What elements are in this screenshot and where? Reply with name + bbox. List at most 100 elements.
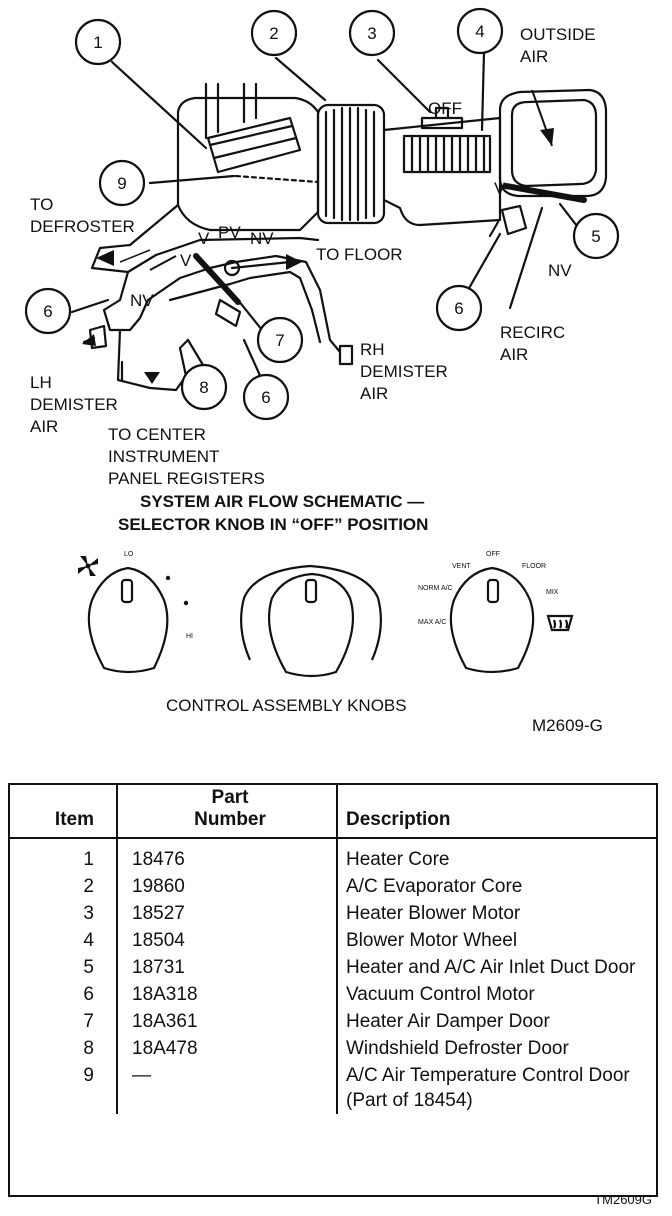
rh-demister-label-1: RH xyxy=(360,340,385,359)
blower-housing xyxy=(382,116,502,227)
recirc-air-label-1: RECIRC xyxy=(500,323,565,342)
to-defroster-label-2: DEFROSTER xyxy=(30,217,135,236)
part-number-cell: 18731 xyxy=(116,954,338,981)
pv-label: PV xyxy=(218,223,241,242)
defroster-door xyxy=(193,253,241,305)
mode-norm-ac-label: NORM A/C xyxy=(418,585,453,592)
item-cell: 7 xyxy=(83,1011,94,1032)
header-item: Item xyxy=(8,783,117,839)
airflow-arrow-center xyxy=(144,372,160,384)
callout-9-label: 9 xyxy=(117,174,126,193)
item-cell: 9 xyxy=(83,1065,94,1086)
schematic-caption-1: SYSTEM AIR FLOW SCHEMATIC — xyxy=(140,492,424,511)
description-cell: A/C Evaporator Core xyxy=(346,876,523,897)
part-number-cell: 19860 xyxy=(116,873,338,900)
temperature-knob[interactable] xyxy=(240,564,382,661)
table-row: 1 18476 Heater Core xyxy=(8,838,658,873)
center-registers-label-3: PANEL REGISTERS xyxy=(108,469,265,488)
table-row: 4 18504 Blower Motor Wheel xyxy=(8,927,658,954)
schematic-caption-2: SELECTOR KNOB IN “OFF” POSITION xyxy=(118,515,428,534)
callout-2 xyxy=(250,9,298,57)
fan-icon xyxy=(78,556,98,576)
description-cell: Windshield Defroster Door xyxy=(346,1038,569,1059)
center-registers-label-2: INSTRUMENT xyxy=(108,447,219,466)
temperature-knob-cap[interactable] xyxy=(268,572,354,678)
item-cell: 8 xyxy=(83,1038,94,1059)
callout-9 xyxy=(98,159,146,207)
blower-wheel xyxy=(402,134,492,174)
to-defroster-label-1: TO xyxy=(30,195,53,214)
airflow-arrow-lh xyxy=(82,334,96,346)
description-cell: Heater Blower Motor xyxy=(346,903,521,924)
nv-label-defroster: NV xyxy=(130,291,154,310)
heater-pipes xyxy=(204,82,258,140)
knobs-caption: CONTROL ASSEMBLY KNOBS xyxy=(166,696,407,715)
fan-knob[interactable] xyxy=(87,566,169,674)
rh-demister-outlet xyxy=(338,344,354,366)
description-cell: A/C Air Temperature Control Door (Part o… xyxy=(346,1065,630,1111)
callout-7-label: 7 xyxy=(275,331,284,350)
description-cell: Heater Air Damper Door xyxy=(346,1011,550,1032)
rh-demister-label-3: AIR xyxy=(360,384,388,403)
callout-8-label: 8 xyxy=(199,378,208,397)
header-description: Description xyxy=(337,783,658,839)
table-row: 8 18A478 Windshield Defroster Door xyxy=(8,1035,658,1062)
v-label-recirc: V xyxy=(494,179,506,198)
item-cell: 4 xyxy=(83,930,94,951)
description-cell: Blower Motor Wheel xyxy=(346,930,518,951)
callout-4 xyxy=(456,7,504,55)
table-row: 9—A/C Air Temperature Control Door (Part… xyxy=(8,1062,658,1114)
mode-floor-label: FLOOR xyxy=(522,563,546,570)
part-number-cell: 18504 xyxy=(116,927,338,954)
part-number-cell: 18527 xyxy=(116,900,338,927)
to-floor-label: TO FLOOR xyxy=(316,245,403,264)
outside-air-label-1: OUTSIDE xyxy=(520,25,596,44)
v-label-defroster: V xyxy=(180,251,192,270)
nv-label-recirc: NV xyxy=(548,261,572,280)
lh-demister-label-3: AIR xyxy=(30,417,58,436)
callout-6c xyxy=(242,373,290,421)
fan-hi-label: HI xyxy=(186,633,193,640)
item-cell: 5 xyxy=(83,957,94,978)
rh-demister-label-2: DEMISTER xyxy=(360,362,448,381)
fan-speed-dot-1 xyxy=(165,575,171,581)
callout-4-label: 4 xyxy=(475,22,484,41)
header-part-line-2: Number xyxy=(194,809,266,830)
part-number-cell: 18A361 xyxy=(116,1008,338,1035)
callout-8 xyxy=(180,363,228,411)
callout-1 xyxy=(74,18,122,66)
header-part-number: Part Number xyxy=(116,783,338,839)
center-registers-label-1: TO CENTER xyxy=(108,425,206,444)
callout-6b-label: 6 xyxy=(454,299,463,318)
description-cell: Heater Core xyxy=(346,849,450,870)
fan-speed-dot-2 xyxy=(183,600,189,606)
outside-air-inlet xyxy=(498,88,608,198)
item-cell: 1 xyxy=(83,849,94,870)
callout-7 xyxy=(256,316,304,364)
callout-2-label: 2 xyxy=(269,24,278,43)
v-label-damper: V xyxy=(198,229,210,248)
mode-vent-label: VENT xyxy=(452,563,471,570)
callout-5 xyxy=(572,212,620,260)
heater-housing xyxy=(176,96,320,232)
mode-mix-label: MIX xyxy=(546,589,559,596)
table-code: TM2609G xyxy=(594,1192,652,1207)
part-number-cell: 18476 xyxy=(116,838,338,873)
parts-table-header: Item Part Number Description xyxy=(8,783,658,839)
airflow-arrow-defroster xyxy=(96,250,114,266)
recirc-door xyxy=(503,183,587,203)
evaporator-core xyxy=(316,103,386,225)
callout-6b xyxy=(435,284,483,332)
fan-lo-label: LO xyxy=(124,551,134,558)
recirc-air-label-2: AIR xyxy=(500,345,528,364)
table-row: 7 18A361 Heater Air Damper Door xyxy=(8,1008,658,1035)
part-number-cell: 18A478 xyxy=(116,1035,338,1062)
defrost-icon xyxy=(546,614,574,632)
mode-knob[interactable] xyxy=(449,566,535,674)
